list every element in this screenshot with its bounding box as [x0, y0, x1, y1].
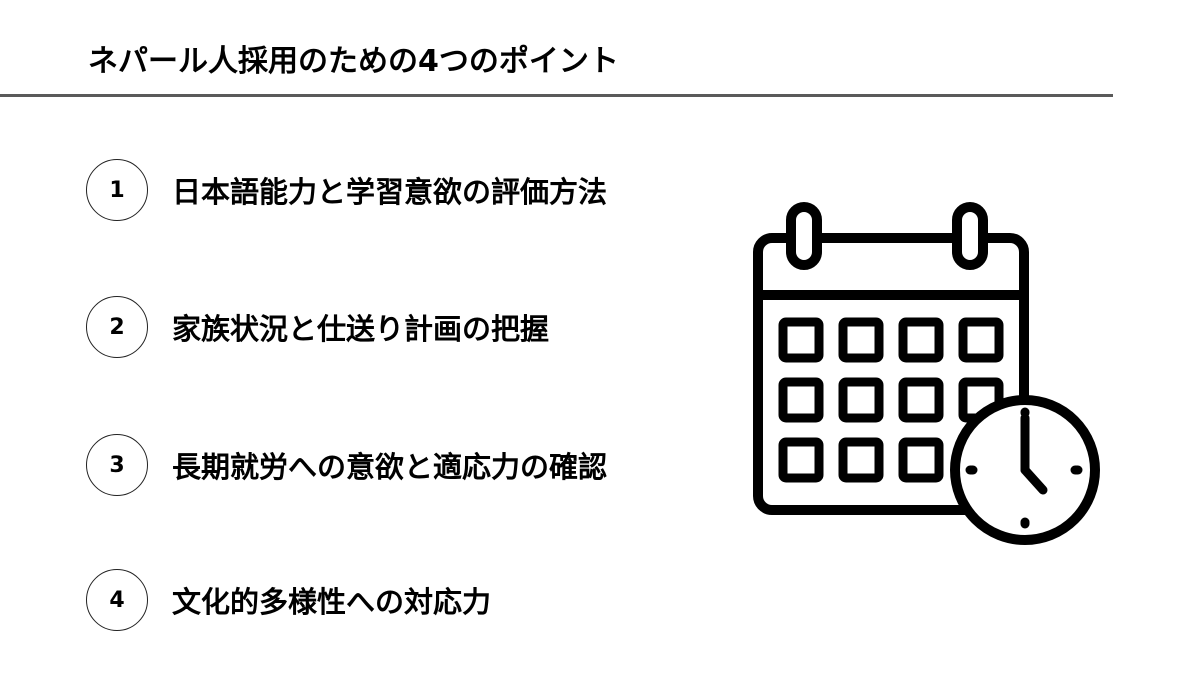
slide-title: ネパール人採用のための4つのポイント — [88, 44, 619, 79]
point-label: 長期就労への意欲と適応力の確認 — [172, 450, 608, 484]
title-divider — [0, 94, 1113, 97]
point-item-4: 4 文化的多様性への対応力 — [86, 568, 491, 632]
point-number-badge: 2 — [86, 296, 148, 358]
point-label: 文化的多様性への対応力 — [172, 585, 492, 619]
point-number-badge: 4 — [86, 569, 148, 631]
point-item-2: 2 家族状況と仕送り計画の把握 — [86, 295, 549, 359]
point-label: 家族状況と仕送り計画の把握 — [172, 312, 550, 346]
point-label: 日本語能力と学習意欲の評価方法 — [172, 175, 608, 209]
point-number-badge: 1 — [86, 159, 148, 221]
point-item-1: 1 日本語能力と学習意欲の評価方法 — [86, 158, 607, 222]
point-item-3: 3 長期就労への意欲と適応力の確認 — [86, 433, 607, 497]
point-number-badge: 3 — [86, 434, 148, 496]
calendar-clock-icon — [753, 202, 1100, 545]
